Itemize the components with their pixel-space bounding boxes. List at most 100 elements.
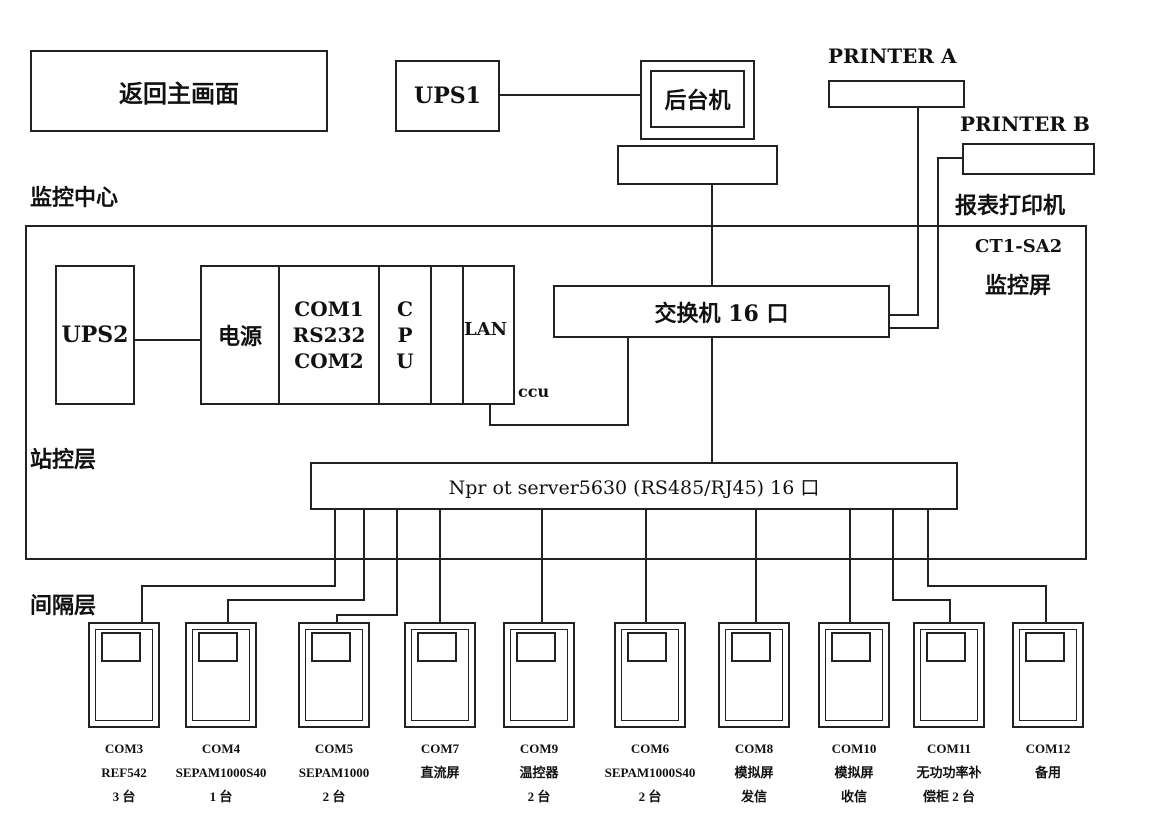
device-screen xyxy=(831,632,871,662)
device-panel xyxy=(920,629,978,721)
device-port: COM3 xyxy=(104,741,144,756)
host-base xyxy=(617,145,778,185)
bay-device xyxy=(1012,622,1084,728)
bay-device xyxy=(614,622,686,728)
device-panel xyxy=(95,629,153,721)
device-panel xyxy=(411,629,469,721)
printer-b-label: PRINTER B xyxy=(960,112,1090,136)
device-panel xyxy=(510,629,568,721)
printer-b xyxy=(962,143,1095,175)
printer-a xyxy=(828,80,965,108)
device-port: COM9 xyxy=(519,741,559,756)
switch-16-port: 交换机 16 口 xyxy=(553,285,890,338)
device-panel xyxy=(725,629,783,721)
device-screen xyxy=(516,632,556,662)
ups2-box: UPS2 xyxy=(55,265,135,405)
bay-layer-label: 间隔层 xyxy=(30,593,97,619)
device-screen xyxy=(926,632,966,662)
report-printer-label: 报表打印机 xyxy=(955,193,1066,219)
device-label: COM7 直流屏 xyxy=(375,737,505,785)
bay-device xyxy=(88,622,160,728)
com5-link xyxy=(336,510,398,622)
device-screen xyxy=(731,632,771,662)
device-screen xyxy=(417,632,457,662)
device-port: COM5 xyxy=(314,741,354,756)
device-count: 2 台 xyxy=(638,789,662,804)
device-count: 2 台 xyxy=(322,789,346,804)
device-port: COM10 xyxy=(831,741,877,756)
device-name: 模拟屏 xyxy=(734,765,774,780)
device-count: 收信 xyxy=(840,789,867,804)
device-name: REF542 xyxy=(101,765,147,780)
bay-device xyxy=(298,622,370,728)
station-layer-label: 站控层 xyxy=(30,447,97,473)
ups1-box: UPS1 xyxy=(395,60,500,132)
device-panel xyxy=(1019,629,1077,721)
printer-a-link xyxy=(890,108,919,316)
device-label: COM9 温控器 2 台 xyxy=(474,737,604,809)
bay-device xyxy=(404,622,476,728)
device-name: 温控器 xyxy=(519,765,559,780)
npr-server: Npr ot server5630 (RS485/RJ45) 16 口 xyxy=(310,462,958,510)
host-label: 后台机 xyxy=(650,70,745,128)
device-panel xyxy=(192,629,250,721)
bay-device xyxy=(503,622,575,728)
device-name: 备用 xyxy=(1034,765,1061,780)
com11-link xyxy=(892,510,951,622)
device-screen xyxy=(198,632,238,662)
device-name: SEPAM1000S40 xyxy=(175,765,267,780)
device-port: COM6 xyxy=(630,741,670,756)
home-button[interactable]: 返回主画面 xyxy=(30,50,328,132)
device-port: COM4 xyxy=(201,741,241,756)
empty-slot xyxy=(432,267,464,403)
device-name: SEPAM1000S40 xyxy=(604,765,696,780)
cpu-module: C P U xyxy=(380,267,432,403)
device-panel xyxy=(305,629,363,721)
bay-device xyxy=(718,622,790,728)
monitor-center-label: 监控中心 xyxy=(30,185,119,211)
printer-b-link xyxy=(890,157,962,329)
bay-device xyxy=(185,622,257,728)
com-module: COM1 RS232 COM2 xyxy=(280,267,380,403)
device-label: COM12 备用 xyxy=(983,737,1113,785)
bay-device xyxy=(818,622,890,728)
device-name: 直流屏 xyxy=(420,765,460,780)
plc-rack: 电源 COM1 RS232 COM2 C P U LAN xyxy=(200,265,515,405)
com4-link xyxy=(227,510,365,622)
com12-link xyxy=(927,510,1047,622)
device-port: COM7 xyxy=(420,741,460,756)
device-name: SEPAM1000 xyxy=(298,765,370,780)
screen-label: 监控屏 xyxy=(985,273,1052,299)
device-count: 3 台 xyxy=(112,789,136,804)
device-screen xyxy=(1025,632,1065,662)
station-control-frame xyxy=(25,225,1087,560)
device-panel xyxy=(825,629,883,721)
device-count: 2 台 xyxy=(527,789,551,804)
device-port: COM12 xyxy=(1025,741,1071,756)
com3-link xyxy=(141,510,336,622)
ccu-link xyxy=(489,338,629,426)
device-panel xyxy=(621,629,679,721)
device-port: COM11 xyxy=(926,741,972,756)
device-screen xyxy=(311,632,351,662)
host-computer: 后台机 xyxy=(640,60,755,140)
printer-a-label: PRINTER A xyxy=(828,44,957,68)
device-name: 无功功率补 xyxy=(916,765,982,780)
device-port: COM8 xyxy=(734,741,774,756)
device-label: COM10 模拟屏收信 xyxy=(789,737,919,809)
screen-model: CT1-SA2 xyxy=(975,236,1063,257)
device-name: 模拟屏 xyxy=(834,765,874,780)
bay-device xyxy=(913,622,985,728)
device-count: 1 台 xyxy=(209,789,233,804)
power-module: 电源 xyxy=(202,267,280,403)
ccu-label: ccu xyxy=(518,382,550,401)
device-screen xyxy=(101,632,141,662)
